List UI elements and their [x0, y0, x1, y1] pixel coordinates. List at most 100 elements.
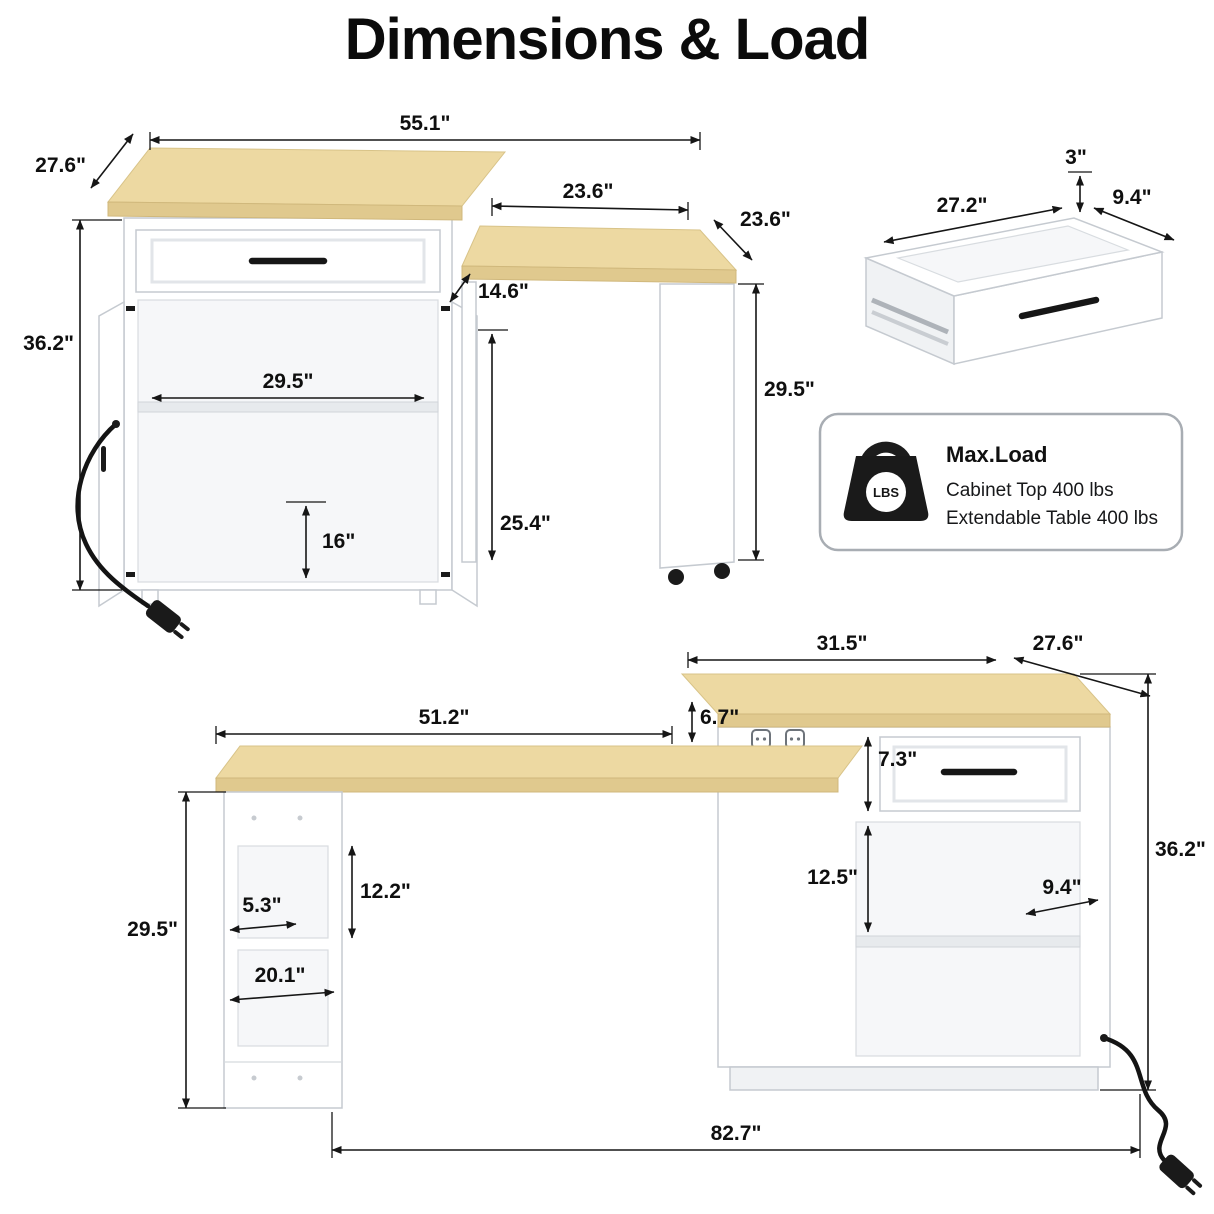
- dim-label: 29.5": [127, 918, 178, 941]
- dim-table-height: 29.5": [127, 791, 226, 1109]
- dim-inner-width: 29.5": [151, 370, 425, 402]
- dim-cabinet-height: 36.2": [23, 219, 122, 591]
- cord-anchor: [112, 420, 120, 428]
- dim-label: 31.5": [817, 632, 868, 655]
- dim-label: 25.4": [500, 512, 551, 535]
- weight-icon: LBS: [843, 441, 929, 521]
- dim-shelf-opening-height: 12.5": [807, 825, 872, 933]
- table-wood-top-edge: [215, 777, 839, 793]
- dim-label: 12.2": [360, 880, 411, 903]
- dim-label: 29.5": [263, 370, 314, 393]
- dim-shelf-depth: 9.4": [1025, 876, 1099, 917]
- screw-icon: [297, 815, 303, 821]
- weight-icon-label: LBS: [873, 485, 899, 500]
- dim-under-table-clearance: 25.4": [478, 329, 551, 561]
- cabinet-plinth: [729, 1066, 1099, 1091]
- cabinet-foot: [141, 589, 159, 605]
- dim-table-height: 29.5": [738, 283, 815, 561]
- power-outlet-icon: [751, 729, 771, 749]
- caster-wheel-icon: [714, 563, 730, 579]
- dim-cabinet-height: 36.2": [1080, 673, 1206, 1091]
- table-wood-top: [215, 745, 863, 779]
- table-support-panel: [461, 281, 477, 563]
- screw-icon: [251, 815, 257, 821]
- power-outlet-icon: [785, 729, 805, 749]
- dim-label: 3": [1065, 146, 1087, 169]
- dim-overall-width: 55.1": [149, 112, 701, 150]
- dim-label: 5.3": [242, 894, 281, 917]
- max-load-line1: Cabinet Top 400 lbs: [946, 480, 1114, 501]
- dim-label: 36.2": [23, 332, 74, 355]
- power-cord: [75, 421, 151, 609]
- drawer-illustration: 27.2" 3" 9.4": [863, 146, 1175, 366]
- power-plug-icon: [145, 600, 190, 640]
- folded-cabinet-illustration: 55.1" 27.6" 23.6" 23.6" 14.6": [23, 112, 815, 640]
- cabinet-shelf-board: [137, 401, 439, 413]
- dim-label: 82.7": [711, 1122, 762, 1145]
- drawer-slide-rail: [871, 310, 949, 346]
- dim-label: 55.1": [400, 112, 451, 135]
- cabinet-interior: [137, 299, 439, 583]
- power-plug-icon: [1159, 1154, 1203, 1196]
- extended-table-illustration: 31.5" 27.6" 6.7" 51.2" 7.3": [127, 632, 1206, 1196]
- cabinet-wood-top-edge: [107, 201, 463, 221]
- dim-label: 9.4": [1042, 876, 1081, 899]
- dim-drawer-lip-height: 3": [1065, 146, 1092, 213]
- dim-label: 51.2": [419, 706, 470, 729]
- dim-leg-shelf-width: 20.1": [229, 964, 335, 1004]
- dim-label: 14.6": [478, 280, 529, 303]
- dim-cabinet-top-width: 31.5": [687, 632, 997, 668]
- dim-table-top-width: 23.6": [491, 180, 689, 220]
- dim-label: 27.2": [937, 194, 988, 217]
- dim-table-top-depth: 23.6": [713, 208, 791, 261]
- drawer-slide-rail: [871, 297, 949, 335]
- cabinet-shelf-board: [855, 935, 1081, 948]
- dim-leg-opening-height: 12.2": [348, 845, 411, 939]
- max-load-heading: Max.Load: [946, 442, 1047, 467]
- caster-wheel-icon: [668, 569, 684, 585]
- dim-label: 23.6": [563, 180, 614, 203]
- door-handle-left-icon: [101, 446, 106, 472]
- hinge-icon: [126, 306, 135, 311]
- screw-icon: [251, 1075, 257, 1081]
- cabinet-door-left: [98, 300, 125, 608]
- dim-label: 29.5": [764, 378, 815, 401]
- table-wood-top: [461, 225, 738, 271]
- dim-drawer-depth: 9.4": [1093, 186, 1175, 241]
- dim-cabinet-top-depth: 27.6": [1013, 632, 1151, 698]
- drawer-inset-frame: [892, 745, 1068, 803]
- dim-label: 23.6": [740, 208, 791, 231]
- drawer-handle-icon: [1018, 296, 1100, 320]
- dim-label: 27.6": [35, 154, 86, 177]
- dim-label: 6.7": [700, 706, 739, 729]
- cord-anchor: [1100, 1034, 1108, 1042]
- dim-label: 36.2": [1155, 838, 1206, 861]
- dim-label: 12.5": [807, 866, 858, 889]
- hinge-icon: [441, 572, 450, 577]
- dim-label: 27.6": [1033, 632, 1084, 655]
- leg-shelf-opening-top: [237, 845, 329, 939]
- hinge-icon: [126, 572, 135, 577]
- dim-top-depth: 27.6": [35, 133, 134, 189]
- dim-leg-shelf-depth: 5.3": [229, 894, 297, 934]
- dim-overall-length: 82.7": [331, 1094, 1141, 1158]
- dim-label: 7.3": [878, 748, 917, 771]
- drawer-inset-frame: [150, 238, 426, 284]
- dim-drawer-height: 7.3": [864, 736, 917, 812]
- table-leg-panel: [659, 283, 735, 569]
- screw-icon: [297, 1075, 303, 1081]
- cabinet-wood-top: [680, 673, 1112, 715]
- cabinet-wood-top: [106, 147, 507, 207]
- dim-table-length: 51.2": [215, 706, 673, 744]
- power-cord: [1101, 1035, 1169, 1163]
- max-load-badge: LBS Max.Load Cabinet Top 400 lbs Extenda…: [818, 412, 1184, 552]
- dim-label: 9.4": [1112, 186, 1151, 209]
- cabinet-wood-top-edge: [717, 713, 1111, 728]
- dim-drawer-width: 27.2": [883, 194, 1063, 245]
- dim-label: 16": [322, 530, 355, 553]
- hinge-icon: [441, 306, 450, 311]
- dim-gap-height: 14.6": [449, 273, 529, 303]
- max-load-line2: Extendable Table 400 lbs: [946, 508, 1158, 529]
